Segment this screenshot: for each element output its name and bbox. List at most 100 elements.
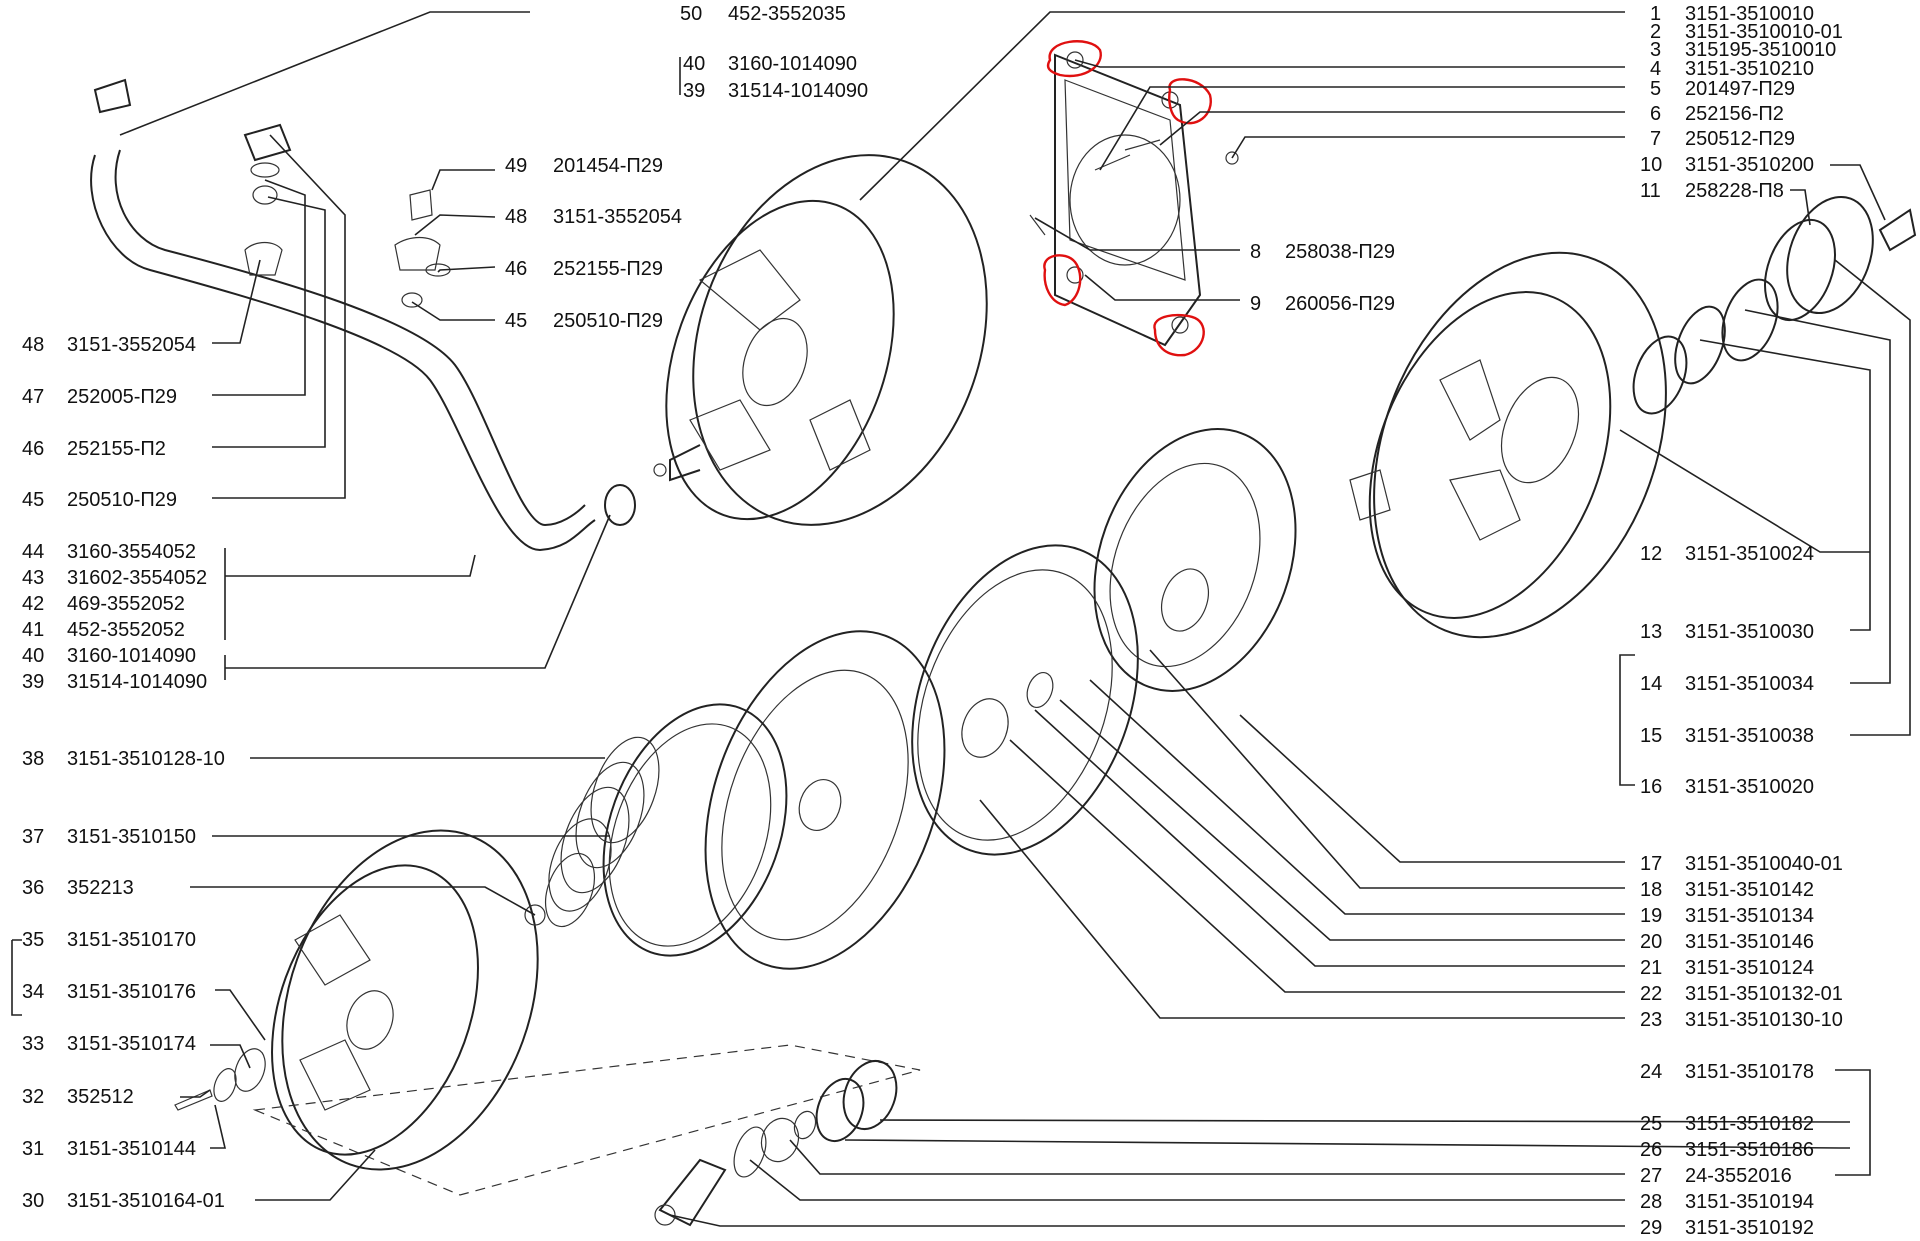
mounting-bracket	[1029, 51, 1239, 347]
callout-21-code: 3151-3510124	[1685, 957, 1814, 979]
callout-13-num: 13	[1640, 621, 1662, 643]
callout-1-code: 3151-3510010	[1685, 3, 1814, 25]
callout-35-num: 35	[22, 929, 44, 951]
callout-39-num: 39	[22, 671, 44, 693]
callout-32-num: 32	[22, 1086, 44, 1108]
callout-34-num: 34	[22, 981, 44, 1003]
callout-15-num: 15	[1640, 725, 1662, 747]
callout-42-num: 42	[22, 593, 44, 615]
callout-14-num: 14	[1640, 673, 1662, 695]
callout-25-num: 25	[1640, 1113, 1662, 1135]
callout-24-num: 24	[1640, 1061, 1662, 1083]
callout-17-num: 17	[1640, 853, 1662, 875]
callout-45-num: 45	[505, 310, 527, 332]
callout-3-code: 315195-3510010	[1685, 39, 1836, 61]
callout-23-code: 3151-3510130-10	[1685, 1009, 1843, 1031]
callout-43-num: 43	[22, 567, 44, 589]
callout-48-code: 3151-3552054	[553, 206, 682, 228]
callout-2-num: 2	[1650, 21, 1661, 43]
callout-46-num: 46	[505, 258, 527, 280]
leader-lines	[11, 11, 1911, 1227]
callout-49-code: 201454-П29	[553, 155, 663, 177]
check-valve-inset	[252, 1044, 921, 1227]
callout-11-code: 258228-П8	[1685, 180, 1784, 202]
callout-47-num: 47	[22, 386, 44, 408]
highlight-marks	[1043, 40, 1212, 357]
callout-45-code: 250510-П29	[67, 489, 177, 511]
callout-12-code: 3151-3510024	[1685, 543, 1814, 565]
callout-4-code: 3151-3510210	[1685, 58, 1814, 80]
callout-26-code: 3151-3510186	[1685, 1139, 1814, 1161]
callout-28-code: 3151-3510194	[1685, 1191, 1814, 1213]
callout-10-code: 3151-3510200	[1685, 154, 1814, 176]
callout-20-code: 3151-3510146	[1685, 931, 1814, 953]
callout-17-code: 3151-3510040-01	[1685, 853, 1843, 875]
piston-assembly	[602, 428, 1391, 970]
callout-41-num: 41	[22, 619, 44, 641]
callout-46-num: 46	[22, 438, 44, 460]
callout-22-code: 3151-3510132-01	[1685, 983, 1843, 1005]
callout-30-code: 3151-3510164-01	[67, 1190, 225, 1212]
callout-6-num: 6	[1650, 103, 1661, 125]
callout-42-code: 469-3552052	[67, 593, 185, 615]
callout-38-code: 3151-3510128-10	[67, 748, 225, 770]
callout-33-code: 3151-3510174	[67, 1033, 196, 1055]
callout-39-code: 31514-1014090	[67, 671, 207, 693]
callout-5-num: 5	[1650, 78, 1661, 100]
callout-39-code: 31514-1014090	[728, 80, 868, 102]
callout-23-num: 23	[1640, 1009, 1662, 1031]
callout-16-num: 16	[1640, 776, 1662, 798]
return-spring	[544, 736, 660, 928]
callout-15-code: 3151-3510038	[1685, 725, 1814, 747]
callout-8-num: 8	[1250, 241, 1261, 263]
callout-8-code: 258038-П29	[1285, 241, 1395, 263]
callout-31-num: 31	[22, 1138, 44, 1160]
callout-24-code: 3151-3510178	[1685, 1061, 1814, 1083]
callout-11-num: 11	[1640, 180, 1661, 202]
callout-21-num: 21	[1640, 957, 1662, 979]
callout-14-code: 3151-3510034	[1685, 673, 1814, 695]
callout-40-code: 3160-1014090	[728, 53, 857, 75]
callout-47-code: 252005-П29	[67, 386, 177, 408]
callout-38-num: 38	[22, 748, 44, 770]
callout-19-num: 19	[1640, 905, 1662, 927]
callout-33-num: 33	[22, 1033, 44, 1055]
callout-9-code: 260056-П29	[1285, 293, 1395, 315]
seal-parts	[1632, 195, 1917, 415]
callout-48-code: 3151-3552054	[67, 334, 196, 356]
vacuum-hose	[90, 78, 636, 552]
callout-40-num: 40	[22, 645, 44, 667]
callout-16-code: 3151-3510020	[1685, 776, 1814, 798]
callout-36-code: 352213	[67, 877, 134, 899]
callout-10-num: 10	[1640, 154, 1662, 176]
callout-45-num: 45	[22, 489, 44, 511]
callout-19-code: 3151-3510134	[1685, 905, 1814, 927]
callout-26-num: 26	[1640, 1139, 1662, 1161]
callout-1-num: 1	[1650, 3, 1661, 25]
booster-front-housing	[653, 154, 988, 526]
valve-parts	[174, 1048, 266, 1111]
callout-46-code: 252155-П2	[67, 438, 166, 460]
callout-40-code: 3160-1014090	[67, 645, 196, 667]
callout-28-num: 28	[1640, 1191, 1662, 1213]
callout-7-code: 250512-П29	[1685, 128, 1795, 150]
callout-18-num: 18	[1640, 879, 1662, 901]
callout-50-num: 50	[680, 3, 702, 25]
callout-12-num: 12	[1640, 543, 1662, 565]
callout-36-num: 36	[22, 877, 44, 899]
callout-32-code: 352512	[67, 1086, 134, 1108]
fasteners	[243, 123, 451, 308]
callout-48-num: 48	[22, 334, 44, 356]
callout-7-num: 7	[1650, 128, 1661, 150]
callout-45-code: 250510-П29	[553, 310, 663, 332]
callout-35-code: 3151-3510170	[67, 929, 196, 951]
callout-29-num: 29	[1640, 1217, 1662, 1239]
callout-43-code: 31602-3554052	[67, 567, 207, 589]
callout-2-code: 3151-3510010-01	[1685, 21, 1843, 43]
callout-25-code: 3151-3510182	[1685, 1113, 1814, 1135]
callout-50-code: 452-3552035	[728, 3, 846, 25]
callout-31-code: 3151-3510144	[67, 1138, 196, 1160]
callout-labels: 50 452-3552035 40 3160-1014090 39 31514-…	[22, 3, 1843, 1239]
callout-5-code: 201497-П29	[1685, 78, 1795, 100]
